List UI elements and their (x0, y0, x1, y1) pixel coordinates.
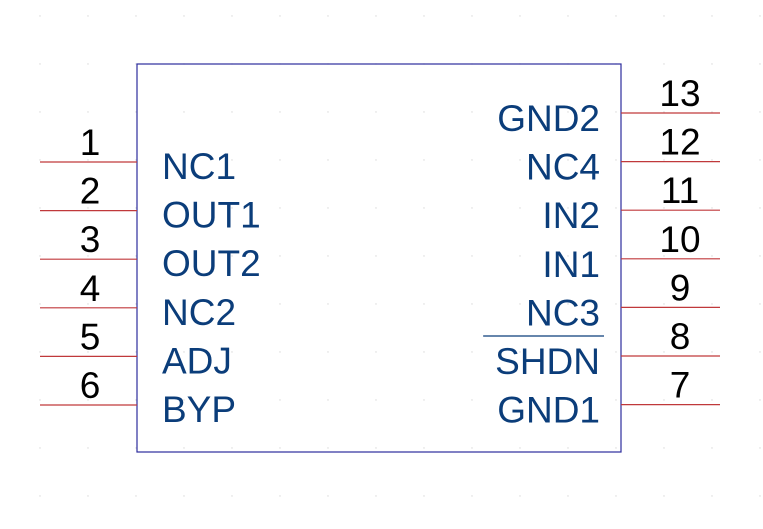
pin-name: NC1 (162, 146, 236, 187)
pin-name: NC3 (526, 292, 600, 333)
pin-number: 8 (670, 316, 691, 357)
pin-name: GND1 (497, 390, 600, 431)
pin-number: 10 (659, 219, 700, 260)
pin-name: SHDN (495, 341, 600, 382)
component-body (136, 63, 622, 453)
grid-dots (39, 15, 761, 497)
pin-number: 9 (670, 267, 691, 308)
pin-number: 4 (80, 268, 101, 309)
pin-name: NC4 (526, 147, 600, 188)
pin-number: 2 (80, 171, 101, 212)
pin-name: OUT1 (162, 195, 261, 236)
pin-name: GND2 (497, 98, 600, 139)
pin-number: 5 (80, 316, 101, 357)
pin-name: OUT2 (162, 243, 261, 284)
pin-number: 1 (80, 122, 101, 163)
pin-name: BYP (162, 389, 236, 430)
pin-number: 12 (659, 122, 700, 163)
pin-number: 13 (659, 73, 700, 114)
pin-number: 7 (670, 365, 691, 406)
pin-name: IN2 (542, 195, 600, 236)
pin-number: 11 (661, 170, 699, 211)
pin-number: 6 (80, 365, 101, 406)
pin-number: 3 (80, 219, 101, 260)
pin-name: ADJ (162, 340, 232, 381)
pin-name: IN1 (542, 244, 600, 285)
pin-name: NC2 (162, 292, 236, 333)
